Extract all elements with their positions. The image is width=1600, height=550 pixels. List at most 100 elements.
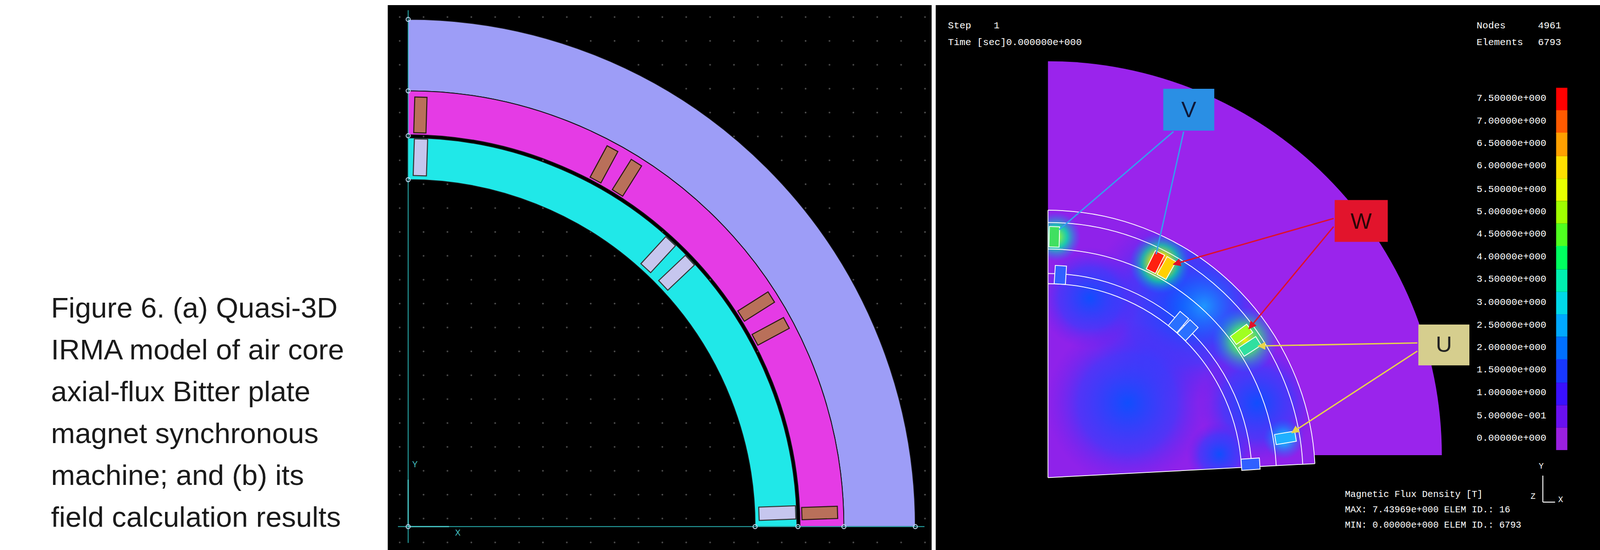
- rotor-coil: [758, 505, 796, 521]
- colorbar-value: 3.00000e+000: [1476, 297, 1547, 309]
- colorbar-value: 2.00000e+000: [1476, 343, 1547, 354]
- colorbar-segment: [1556, 427, 1568, 451]
- colorbar-value: 5.00000e+000: [1476, 206, 1547, 218]
- colorbar-segment: [1556, 87, 1568, 112]
- stator-coil: [612, 159, 642, 197]
- plot-label: 0.000000e+000: [1005, 37, 1082, 49]
- plot-label: X: [1558, 495, 1564, 505]
- field-coil: [1241, 457, 1261, 471]
- node-marker: [406, 524, 411, 529]
- colorbar-value: 1.00000e+000: [1476, 388, 1547, 399]
- colorbar-value: 6.50000e+000: [1476, 138, 1547, 150]
- colorbar-value: 1.50000e+000: [1476, 365, 1547, 377]
- field-panel: [935, 5, 1600, 550]
- plot-label: 6793: [1538, 37, 1562, 49]
- ring-boundary: [1047, 222, 1303, 465]
- colorbar-segment: [1556, 337, 1568, 361]
- colorbar-segment: [1556, 110, 1568, 134]
- colorbar-segment: [1556, 314, 1568, 338]
- field-coil: [1274, 430, 1297, 445]
- phase-label: V: [1181, 98, 1197, 121]
- plot-label: Magnetic Flux Density [T]: [1344, 490, 1483, 502]
- callout-box: W: [1334, 199, 1388, 242]
- plot-label: Step: [947, 21, 972, 33]
- plot-label: Elements: [1476, 37, 1523, 49]
- model-panel: [387, 5, 932, 550]
- field-coil: [1177, 319, 1199, 341]
- colorbar-segment: [1556, 132, 1568, 157]
- field-blob: [1186, 421, 1252, 487]
- leader-arrow: [1291, 350, 1418, 433]
- colorbar-segment: [1556, 359, 1568, 383]
- colorbar-segment: [1556, 223, 1568, 247]
- field-blob: [1045, 321, 1210, 485]
- colorbar-value: 4.00000e+000: [1476, 252, 1547, 264]
- callout-box: U: [1418, 324, 1470, 366]
- axis-arrow: [407, 479, 410, 527]
- field-coil: [1048, 226, 1060, 247]
- colorbar-value: 6.00000e+000: [1476, 161, 1547, 173]
- stator-coil: [752, 317, 790, 346]
- grid-dots: [387, 5, 932, 550]
- plot-label: Y: [412, 461, 418, 470]
- stator-coil: [737, 291, 775, 322]
- rotor-coil: [658, 255, 695, 291]
- phase-label: U: [1435, 333, 1453, 357]
- plot-label: MIN: 0.00000e+000 ELEM ID.: 6793: [1344, 521, 1521, 532]
- colorbar-segment: [1556, 382, 1568, 406]
- phase-label: W: [1350, 209, 1373, 232]
- plot-label: Time [sec]: [947, 37, 1006, 49]
- axis-line: [407, 10, 409, 543]
- stator-ring: [408, 90, 844, 527]
- plot-label: Nodes: [1476, 21, 1506, 33]
- rotor-coil: [413, 138, 428, 177]
- node-marker: [753, 524, 758, 529]
- field-coil: [1157, 256, 1177, 280]
- plot-label: 4961: [1538, 21, 1562, 33]
- colorbar-value: 5.50000e+000: [1476, 184, 1547, 195]
- field-hotspot: [1031, 212, 1081, 262]
- colorbar-value: 0.00000e+000: [1476, 433, 1547, 444]
- ring-boundary: [1047, 463, 1315, 478]
- ring-boundary: [1047, 210, 1315, 464]
- leader-line: [1156, 131, 1184, 254]
- stator-coil: [413, 97, 428, 134]
- ring-boundary: [1047, 273, 1252, 467]
- colorbar-segment: [1556, 246, 1568, 270]
- colorbar-value: 7.50000e+000: [1476, 93, 1547, 105]
- leader-line: [1059, 131, 1174, 230]
- field-coil: [1054, 265, 1067, 285]
- leader-arrow: [1258, 343, 1418, 347]
- node-marker: [913, 524, 918, 529]
- leader-arrow: [1249, 226, 1334, 329]
- ring-boundary: [1047, 210, 1049, 478]
- colorbar-segment: [1556, 155, 1568, 179]
- plot-label: MAX: 7.43969e+000 ELEM ID.: 16: [1344, 506, 1511, 517]
- plot-label: Z: [1530, 492, 1536, 502]
- field-hotspot: [1212, 307, 1278, 373]
- stator-coil: [589, 145, 618, 183]
- node-marker: [406, 177, 411, 182]
- colorbar-value: 4.50000e+000: [1476, 229, 1547, 241]
- colorbar-value: 3.50000e+000: [1476, 274, 1547, 286]
- colorbar-value: 2.50000e+000: [1476, 320, 1547, 331]
- node-marker: [406, 88, 411, 93]
- plot-label: 1: [993, 21, 1000, 33]
- node-marker: [795, 524, 800, 529]
- colorbar-segment: [1556, 404, 1568, 429]
- node-marker: [406, 133, 411, 139]
- node-marker: [406, 17, 411, 22]
- leader-arrow: [1173, 218, 1334, 265]
- callout-box: V: [1163, 88, 1215, 131]
- colorbar-segment: [1556, 291, 1568, 315]
- colorbar-value: 7.00000e+000: [1476, 116, 1547, 127]
- plot-label: Y: [1538, 462, 1544, 471]
- axis-triad: [1542, 501, 1555, 503]
- node-marker: [841, 524, 847, 529]
- ring-boundary: [1047, 283, 1242, 468]
- rotor-coil: [641, 236, 676, 273]
- colorbar-segment: [1556, 268, 1568, 292]
- outer-ring: [408, 19, 916, 527]
- field-hotspot: [1129, 232, 1191, 294]
- stator-coil: [801, 506, 838, 520]
